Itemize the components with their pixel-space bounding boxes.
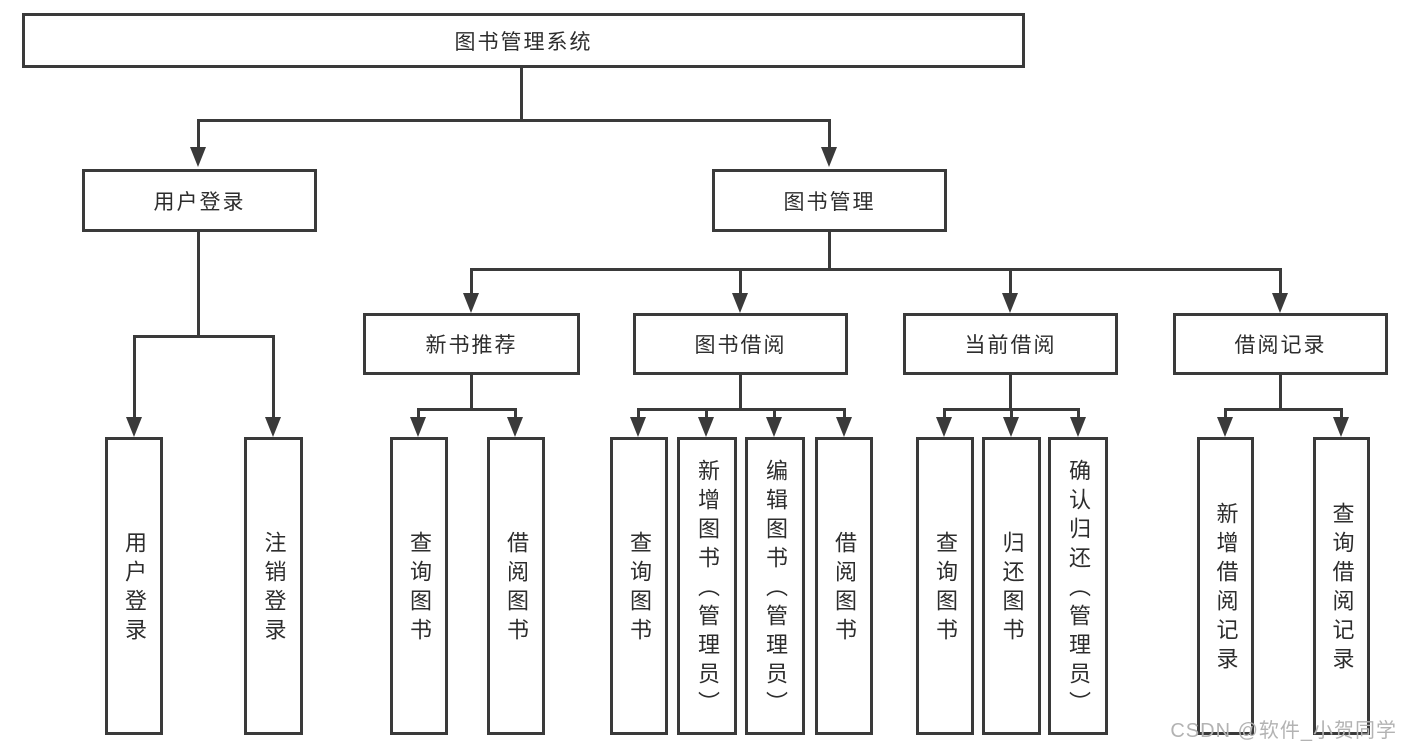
connector-stem bbox=[773, 408, 776, 417]
arrowhead-down-icon bbox=[1333, 417, 1349, 437]
connector-records-horizontal bbox=[1224, 408, 1343, 411]
connector-stem bbox=[1340, 408, 1343, 417]
arrowhead-down-icon bbox=[936, 417, 952, 437]
connector-root-vertical bbox=[520, 68, 523, 120]
connector-stem bbox=[843, 408, 846, 417]
connector-bookborrow-vertical bbox=[739, 375, 742, 408]
connector-currentborrow-vertical bbox=[1009, 375, 1012, 408]
arrowhead-down-icon bbox=[190, 147, 206, 167]
connector-stem bbox=[1077, 408, 1080, 417]
connector-root-horizontal bbox=[197, 119, 831, 122]
arrowhead-down-icon bbox=[507, 417, 523, 437]
node-new-book-recommend: 新书推荐 bbox=[363, 313, 580, 375]
connector-stem bbox=[417, 408, 420, 417]
csdn-watermark: CSDN @软件_小贺同学 bbox=[1170, 720, 1397, 742]
connector-newbook-vertical bbox=[470, 375, 473, 408]
arrowhead-down-icon bbox=[821, 147, 837, 167]
connector-bookborrow-horizontal bbox=[637, 408, 846, 411]
arrowhead-down-icon bbox=[836, 417, 852, 437]
leaf-logout: 注销登录 bbox=[244, 437, 303, 735]
leaf-user-login: 用户登录 bbox=[105, 437, 163, 735]
connector-stem-book-borrow bbox=[739, 268, 742, 293]
connector-stem bbox=[1224, 408, 1227, 417]
connector-userlogin-horizontal bbox=[133, 335, 275, 338]
arrowhead-down-icon bbox=[1272, 293, 1288, 313]
connector-newbook-horizontal bbox=[417, 408, 517, 411]
node-borrow-records: 借阅记录 bbox=[1173, 313, 1388, 375]
arrowhead-down-icon bbox=[1002, 293, 1018, 313]
arrowhead-down-icon bbox=[265, 417, 281, 437]
node-current-borrow: 当前借阅 bbox=[903, 313, 1118, 375]
arrowhead-down-icon bbox=[1003, 417, 1019, 437]
arrowhead-down-icon bbox=[126, 417, 142, 437]
arrowhead-down-icon bbox=[1070, 417, 1086, 437]
arrowhead-down-icon bbox=[410, 417, 426, 437]
connector-stem bbox=[637, 408, 640, 417]
connector-stem-new-book bbox=[470, 268, 473, 293]
node-root-library-system: 图书管理系统 bbox=[22, 13, 1025, 68]
arrowhead-down-icon bbox=[630, 417, 646, 437]
leaf-query-books-current: 查询图书 bbox=[916, 437, 974, 735]
connector-stem-leaf-logout bbox=[272, 335, 275, 417]
node-user-login: 用户登录 bbox=[82, 169, 317, 232]
connector-records-vertical bbox=[1279, 375, 1282, 408]
leaf-query-borrow-record: 查询借阅记录 bbox=[1313, 437, 1370, 735]
connector-stem bbox=[1010, 408, 1013, 417]
arrowhead-down-icon bbox=[732, 293, 748, 313]
connector-stem-leaf-login bbox=[133, 335, 136, 417]
connector-bookmgmt-vertical bbox=[828, 232, 831, 268]
connector-stem-user-login bbox=[197, 119, 200, 147]
node-book-management: 图书管理 bbox=[712, 169, 947, 232]
connector-stem bbox=[514, 408, 517, 417]
leaf-borrow-books: 借阅图书 bbox=[815, 437, 873, 735]
connector-stem-current-borrow bbox=[1009, 268, 1012, 293]
arrowhead-down-icon bbox=[1217, 417, 1233, 437]
leaf-add-borrow-record: 新增借阅记录 bbox=[1197, 437, 1254, 735]
leaf-borrow-books-recommend: 借阅图书 bbox=[487, 437, 545, 735]
connector-stem-borrow-records bbox=[1279, 268, 1282, 293]
leaf-confirm-return-admin: 确认归还（管理员） bbox=[1048, 437, 1108, 735]
connector-userlogin-vertical bbox=[197, 232, 200, 336]
connector-stem-book-mgmt bbox=[828, 119, 831, 147]
arrowhead-down-icon bbox=[463, 293, 479, 313]
connector-stem bbox=[943, 408, 946, 417]
node-book-borrow: 图书借阅 bbox=[633, 313, 848, 375]
connector-bookmgmt-horizontal bbox=[470, 268, 1282, 271]
leaf-add-books-admin: 新增图书（管理员） bbox=[677, 437, 737, 735]
leaf-edit-books-admin: 编辑图书（管理员） bbox=[745, 437, 805, 735]
connector-stem bbox=[705, 408, 708, 417]
leaf-query-books-recommend: 查询图书 bbox=[390, 437, 448, 735]
arrowhead-down-icon bbox=[766, 417, 782, 437]
arrowhead-down-icon bbox=[698, 417, 714, 437]
leaf-query-books-borrow: 查询图书 bbox=[610, 437, 668, 735]
leaf-return-books: 归还图书 bbox=[982, 437, 1041, 735]
